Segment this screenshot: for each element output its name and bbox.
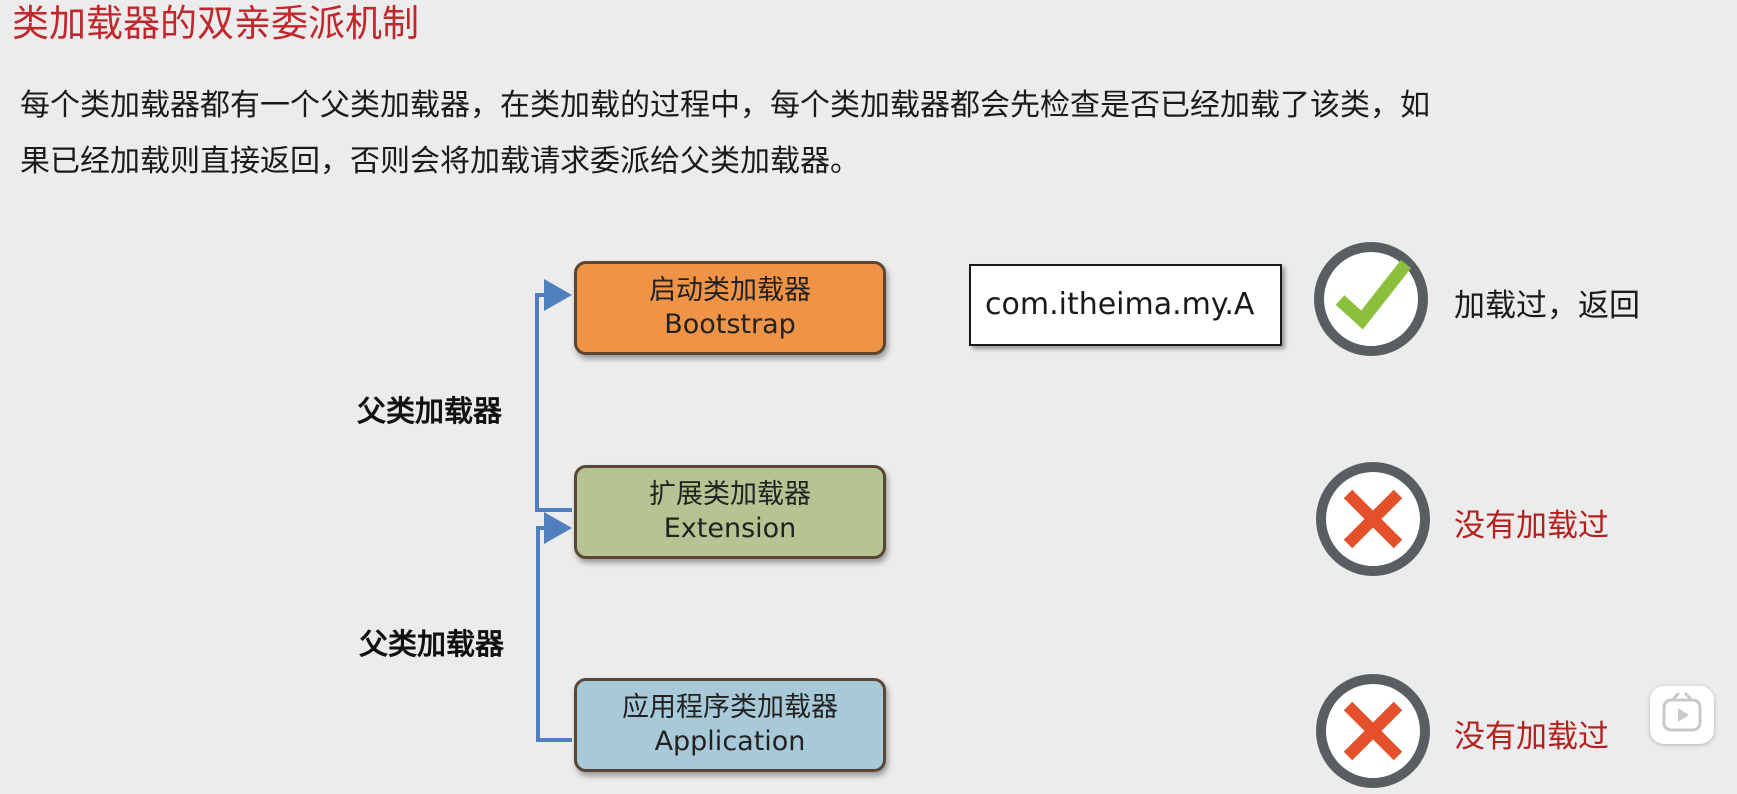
status-text-extension: 没有加载过 (1454, 508, 1609, 544)
status-text-bootstrap: 加载过，返回 (1454, 288, 1640, 324)
extension-loader-name-cn: 扩展类加载器 (649, 479, 811, 510)
extension-loader-box: 扩展类加载器 Extension (574, 465, 886, 559)
application-loader-box: 应用程序类加载器 Application (574, 678, 886, 772)
parent-loader-label-1: 父类加载器 (357, 394, 503, 428)
cross-icon (1316, 462, 1430, 576)
play-icon (1662, 692, 1702, 732)
connector-extension-to-bootstrap (535, 279, 572, 512)
extension-loader-name-en: Extension (663, 513, 797, 544)
cross-icon (1316, 674, 1430, 788)
application-loader-name-cn: 应用程序类加载器 (622, 692, 838, 723)
check-icon (1314, 242, 1428, 356)
bootstrap-loader-box: 启动类加载器 Bootstrap (574, 261, 886, 355)
description-line-1: 每个类加载器都有一个父类加载器，在类加载的过程中，每个类加载器都会先检查是否已经… (20, 88, 1430, 123)
application-loader-name-en: Application (654, 726, 806, 757)
video-player-button[interactable] (1650, 686, 1714, 744)
bootstrap-loader-name-en: Bootstrap (664, 309, 796, 340)
status-text-application: 没有加载过 (1454, 719, 1609, 755)
class-name-box: com.itheima.my.A (969, 264, 1282, 346)
connector-application-to-extension (536, 512, 572, 742)
description-line-2: 果已经加载则直接返回，否则会将加载请求委派给父类加载器。 (20, 144, 860, 179)
parent-loader-label-2: 父类加载器 (359, 627, 505, 661)
bootstrap-loader-name-cn: 启动类加载器 (649, 275, 811, 306)
description-paragraph: 每个类加载器都有一个父类加载器，在类加载的过程中，每个类加载器都会先检查是否已经… (20, 78, 1520, 190)
page-title: 类加载器的双亲委派机制 (12, 2, 419, 45)
